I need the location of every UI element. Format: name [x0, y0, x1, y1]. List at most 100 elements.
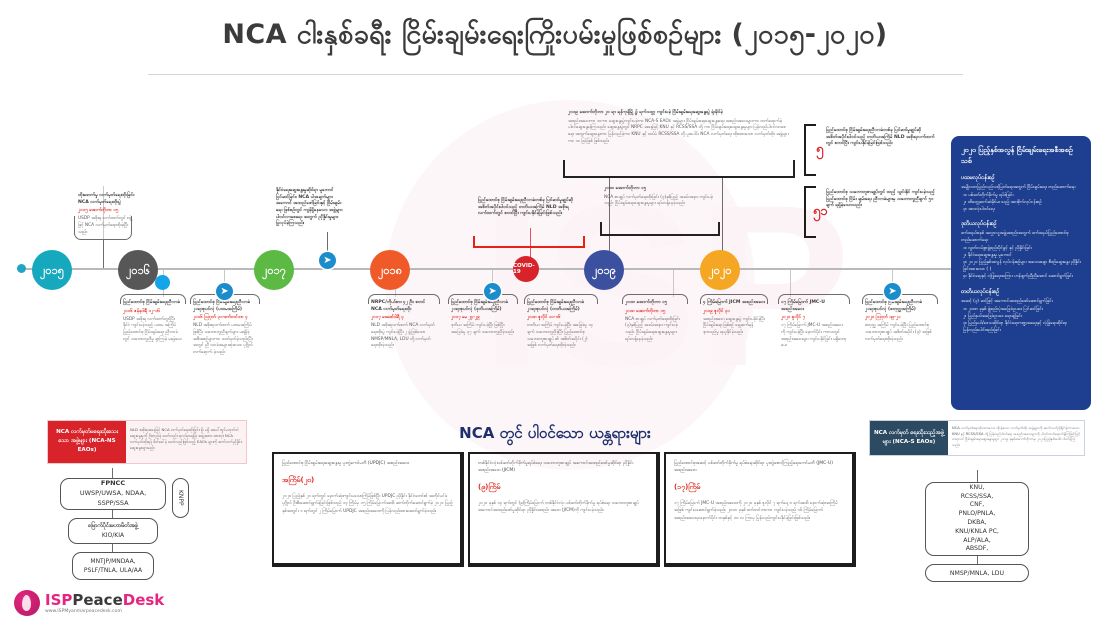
group-title: FPNCC — [100, 479, 126, 488]
note-head: ပြည်ထောင်စု ငြိမ်းချမ်းရေးညီလာခံ ၂၁ရာစုပ… — [865, 300, 923, 312]
group-members: KIO/KIA — [101, 531, 125, 539]
square-bracket — [804, 124, 816, 176]
note-bracket — [448, 294, 518, 304]
blue-section-heading-2: ဒုတိယလုပ်ငန်းစဉ် — [961, 221, 997, 228]
note-head: ပြည်ထောင်စု သဘောတူစာချုပ်တွင် ထည့် သွင်း… — [826, 190, 935, 209]
list-item-text: ၂။ နိုင်ငံရေးဆွေးနွေးမှု မူဘောင် — [963, 253, 1012, 259]
page-title: NCA ငါးနှစ်ခရီး ငြိမ်းချမ်းရေးကြိုးပမ်းမ… — [0, 18, 1110, 52]
note-head: ပြည်ထောင်စု ငြိမ်းချမ်းရေးညီလာခံ ၂၁ရာစုပ… — [527, 300, 585, 312]
mechanisms-title: NCA တွင် ပါဝင်သော ယန္တရားများ — [459, 424, 651, 442]
note-body: အစည်းအဝေးကာ ၁၀ကာ ဆွေးနွေးပွဲကျင်းပခဲ့ကာ … — [568, 118, 789, 144]
nca-s-eaos-header: NCA လက်မှတ် ရေးထိုးသည့်အဖွဲ့များ (NCA-S … — [869, 420, 1085, 457]
list-item-text: ၃။ ပြည်နယ်/ဒေသဆိုင်ရာ နိုင်ငံရေးကဏ္ဍအရေး… — [963, 320, 1068, 333]
note-head: ပြည်ထောင်စု ငြိမ်းချမ်းရေးညီလာခံ ၂၁ရာစုပ… — [451, 300, 509, 312]
list-item: ၂။ နိုင်ငံရေးဆွေးနွေးမှု မူဘောင် — [963, 252, 1082, 259]
twitter-bird-icon[interactable]: ➤ — [884, 283, 901, 300]
mechanism-count: အကြိမ်(၂၀) — [282, 475, 315, 484]
nca-s-members-second: NMSP/MNLA, LDU — [925, 564, 1029, 582]
bracket-number-51: ၅၁ — [813, 203, 828, 222]
logo-text-isp: ISP — [45, 590, 73, 609]
list-item: ၄။ နိုင်ငံရေးနှင့် လုံခြုံရေးအကြား ဟန်ချ… — [963, 273, 1082, 280]
mechanism-head: ပြည်ထောင်စုအဆင့် ပစ်ခတ်တိုက်ခိုက်မှု ရပ်… — [674, 461, 833, 473]
axis-tick — [790, 269, 791, 297]
note-date: ၂၀၂၀ ဇူလိုင် ၇ — [781, 315, 805, 321]
twitter-bird-icon[interactable]: ➤ — [319, 252, 336, 269]
group-members: MNTJP/MNDAA, PSLF/TNLA, ULA/AA — [83, 558, 143, 574]
list-item: ၁။ ၂၀၀၈ ခုနှစ် ဖွဲ့စည်းပုံအခြေခံဥပဒေ ပြင… — [963, 306, 1082, 313]
group-members: NMSP/MNLA, LDU — [949, 569, 1005, 577]
red-bracket — [473, 236, 585, 248]
axis-tick — [224, 269, 225, 287]
note-upc-21cp-4: ပြည်ထောင်စု ငြိမ်းချမ်းရေးညီလာခံ ၂၁ရာစုပ… — [865, 300, 935, 343]
timeline-year-2018[interactable]: ၂၀၁၈ — [370, 250, 410, 290]
nca-ns-eaos-header: NCA လက်မှတ်မရေးထိုးသေးသော အဖွဲ့များ (NCA… — [47, 420, 247, 464]
note-body: NCA စာချုပ် လက်မှတ်ရေးထိုးခြင်း (၃)နှစ်ပ… — [604, 194, 713, 207]
mechanism-head: တစ်နိုင်ငံလုံးပစ်ခတ်တိုက်ခိုက်မှုရပ်စဲရေ… — [478, 461, 634, 473]
isp-peacedesk-logo[interactable]: ISPPeaceDesk www.ISPMyanmarpeacedesk.com — [14, 590, 164, 616]
ns-connector — [112, 510, 113, 518]
timeline-axis — [22, 268, 957, 270]
list-item-text: ၂။ ပြည်နယ်အခြေခံဥပဒေ ရေးဆွဲခြင်း — [963, 313, 1022, 319]
square-bracket — [804, 186, 816, 238]
mechanism-head: ပြည်ထောင်စု ငြိမ်းချမ်းရေးဆွေးနွေးမှု ပူ… — [282, 461, 410, 466]
note-bracket — [622, 294, 688, 304]
list-item-text: ၂။ ထိတွေ့ဆက်ဆံနိုင်မာသည့် အားစိုက်လုပ်ငန… — [963, 200, 1042, 206]
note-nca-s-eao: ၂၀၁၉ အောက်တိုဘာ ၂၀ ရာ ရန်ကုန်မြို့ ၌ ရက်… — [568, 110, 790, 145]
title-divider — [148, 74, 963, 75]
note-body: စတုတ္ထ အကြိမ် ကျင်းပခဲ့ပြီး ပြည်ထောင်စု … — [865, 323, 932, 342]
mechanism-count: (၁၇)ကြိမ် — [674, 482, 701, 491]
note-date: ၂၀၁၉ ဇူလိုင် ၃၁ — [703, 308, 730, 314]
list-item-text: ၄။ နိုင်ငံရေးနှင့် လုံခြုံရေးအကြား ဟန်ချ… — [963, 274, 1073, 280]
list-item: ၃။ ပြည်နယ်/ဒေသဆိုင်ရာ နိုင်ငံရေးကဏ္ဍအရေး… — [963, 320, 1082, 334]
note-nrpc: NRPC/ကိုယ်စား ၄၂ ဦး၊ စတင် NCA လက်မှတ်ရေး… — [371, 300, 437, 350]
timeline-year-2017[interactable]: ၂၀၁၇ — [254, 250, 294, 290]
twitter-bird-icon[interactable]: ➤ — [484, 283, 501, 300]
note-upc-21cp-3: ပြည်ထောင်စု ငြိမ်းချမ်းရေးညီလာခံ ၂၁ရာစုပ… — [527, 300, 595, 350]
s-connector — [977, 556, 978, 564]
note-jicm: ၄ ကြိမ်မြောက် JICM အစည်းအဝေး ၂၀၁၉ ဇူလိုင… — [703, 300, 765, 337]
note-date: ၂၀၁၆ သြဂုတ် ၃၁-စက်တင်ဘာ ၄ — [193, 315, 248, 321]
nca-ns-eaos-description: NLD အစိုးရအနေဖြင့် NCA လက်မှတ်ရေးထိုးခြင… — [130, 427, 242, 450]
nca-ns-eaos-block: NCA လက်မှတ်မရေးထိုးသေးသော အဖွဲ့များ (NCA… — [47, 420, 247, 464]
note-bracket-51: ပြည်ထောင်စု သဘောတူစာချုပ်တွင် ထည့် သွင်း… — [826, 190, 936, 212]
note-date: ၂၀၁၇ မေ ၂၄-၂၉ — [451, 315, 480, 321]
mechanism-jmc-u: ပြည်ထောင်စုအဆင့် ပစ်ခတ်တိုက်ခိုက်မှု ရပ်… — [664, 452, 856, 567]
timeline-marker-dot[interactable] — [155, 275, 170, 290]
note-body: တတိယ အကြိမ် ကျင်းပခဲ့ပြီး အခြေခံမူ ၁၄ ချ… — [527, 323, 594, 349]
list-item-text: ၁။ ပစ်ခတ်တိုက်ခိုက်မှု ရပ်စဲခြင်း — [963, 193, 1014, 199]
nca-s-eaos-label: NCA လက်မှတ် ရေးထိုးသည့်အဖွဲ့များ (NCA-S … — [870, 421, 948, 456]
note-bracket — [600, 222, 720, 236]
twitter-bird-icon[interactable]: ➤ — [216, 283, 233, 300]
list-item: ၁။ ပစ်ခတ်တိုက်ခိုက်မှု ရပ်စဲခြင်း — [963, 192, 1082, 199]
note-nca-anniversary: ၂၀၁၈ အောက်တိုဘာ ၁၅ ၂၀၁၈ အောက်တိုဘာ ၁၅ NC… — [625, 300, 685, 343]
list-item: ၃။ ၂၀၂၀ ပြည့်နှစ်အလွန် လုပ်ငန်းစဉ်များ အ… — [963, 259, 1082, 273]
year-label: ၂၀၁၈ — [377, 263, 403, 277]
note-upc-21cp-2: ပြည်ထောင်စု ငြိမ်းချမ်းရေးညီလာခံ ၂၁ရာစုပ… — [451, 300, 515, 337]
covid-19-badge: COVID-19 — [513, 256, 539, 282]
note-bracket-wide — [563, 160, 795, 178]
note-stem — [609, 178, 610, 270]
timeline-year-2016[interactable]: ၂၀၁၆ — [118, 250, 158, 290]
note-head: ၂၀၁၈ အောက်တိုဘာ ၁၅ — [625, 300, 668, 305]
axis-tick — [103, 186, 104, 270]
note-body: ဒုတိယ အကြိမ် ကျင်းပခဲ့ပြီး ဖြစ်ပြီး အခြေ… — [451, 323, 515, 336]
page-title-text: NCA ငါးနှစ်ခရီး ငြိမ်းချမ်းရေးကြိုးပမ်းမ… — [222, 19, 888, 50]
list-item-text: ၁။ လွတ်လပ်စွာဖွဲ့စည်းပိုင်ခွင့် နှင့် ညှ… — [963, 246, 1032, 252]
note-bracket-5: ပြည်ထောင်စု ငြိမ်းချမ်းရေးညီလာခံတစ်ခု ပြ… — [826, 128, 936, 150]
bracket-number-value: ၅၁ — [813, 204, 828, 219]
bracket-number-5: ၅ — [816, 141, 823, 160]
note-date: ၂၀၁၈ ဇူလိုင် ၁၁-၁၆ — [527, 315, 561, 321]
note-head: ပြည်ထောင်စု ငြိမ်းချမ်းရေးညီလာခံ — [123, 300, 181, 305]
timeline-year-2020[interactable]: ၂၀၂၀ — [700, 250, 740, 290]
s-connector — [977, 470, 978, 482]
blue-section-list-1: ၁။ ပစ်ခတ်တိုက်ခိုက်မှု ရပ်စဲခြင်း ၂။ ထိတ… — [963, 192, 1082, 213]
timeline-year-2019[interactable]: ၂၀၁၉ — [584, 250, 624, 290]
timeline-year-2015[interactable]: ၂၀၁၅ — [32, 250, 72, 290]
mechanism-count: (၉)ကြိမ် — [478, 482, 501, 491]
mechanism-body: ၂၀၂၀ ပြည့်နှစ် ၂၀ ရက်တွင် နောက်ဆုံးကျင်း… — [282, 493, 453, 514]
note-stem — [327, 232, 328, 270]
mechanism-body: ၂၀၂၀ ခုနှစ် ၁၄ ရက်တွင် (၉)ကြိမ်မြောက် တစ… — [478, 500, 639, 514]
ns-connector — [112, 544, 113, 552]
note-peace-conf-detail: ၂၀၁၈ အောက်တိုဘာ ၁၅ NCA စာချုပ် လက်မှတ်ရေ… — [604, 186, 716, 208]
logo-url: www.ISPMyanmarpeacedesk.com — [45, 608, 122, 614]
